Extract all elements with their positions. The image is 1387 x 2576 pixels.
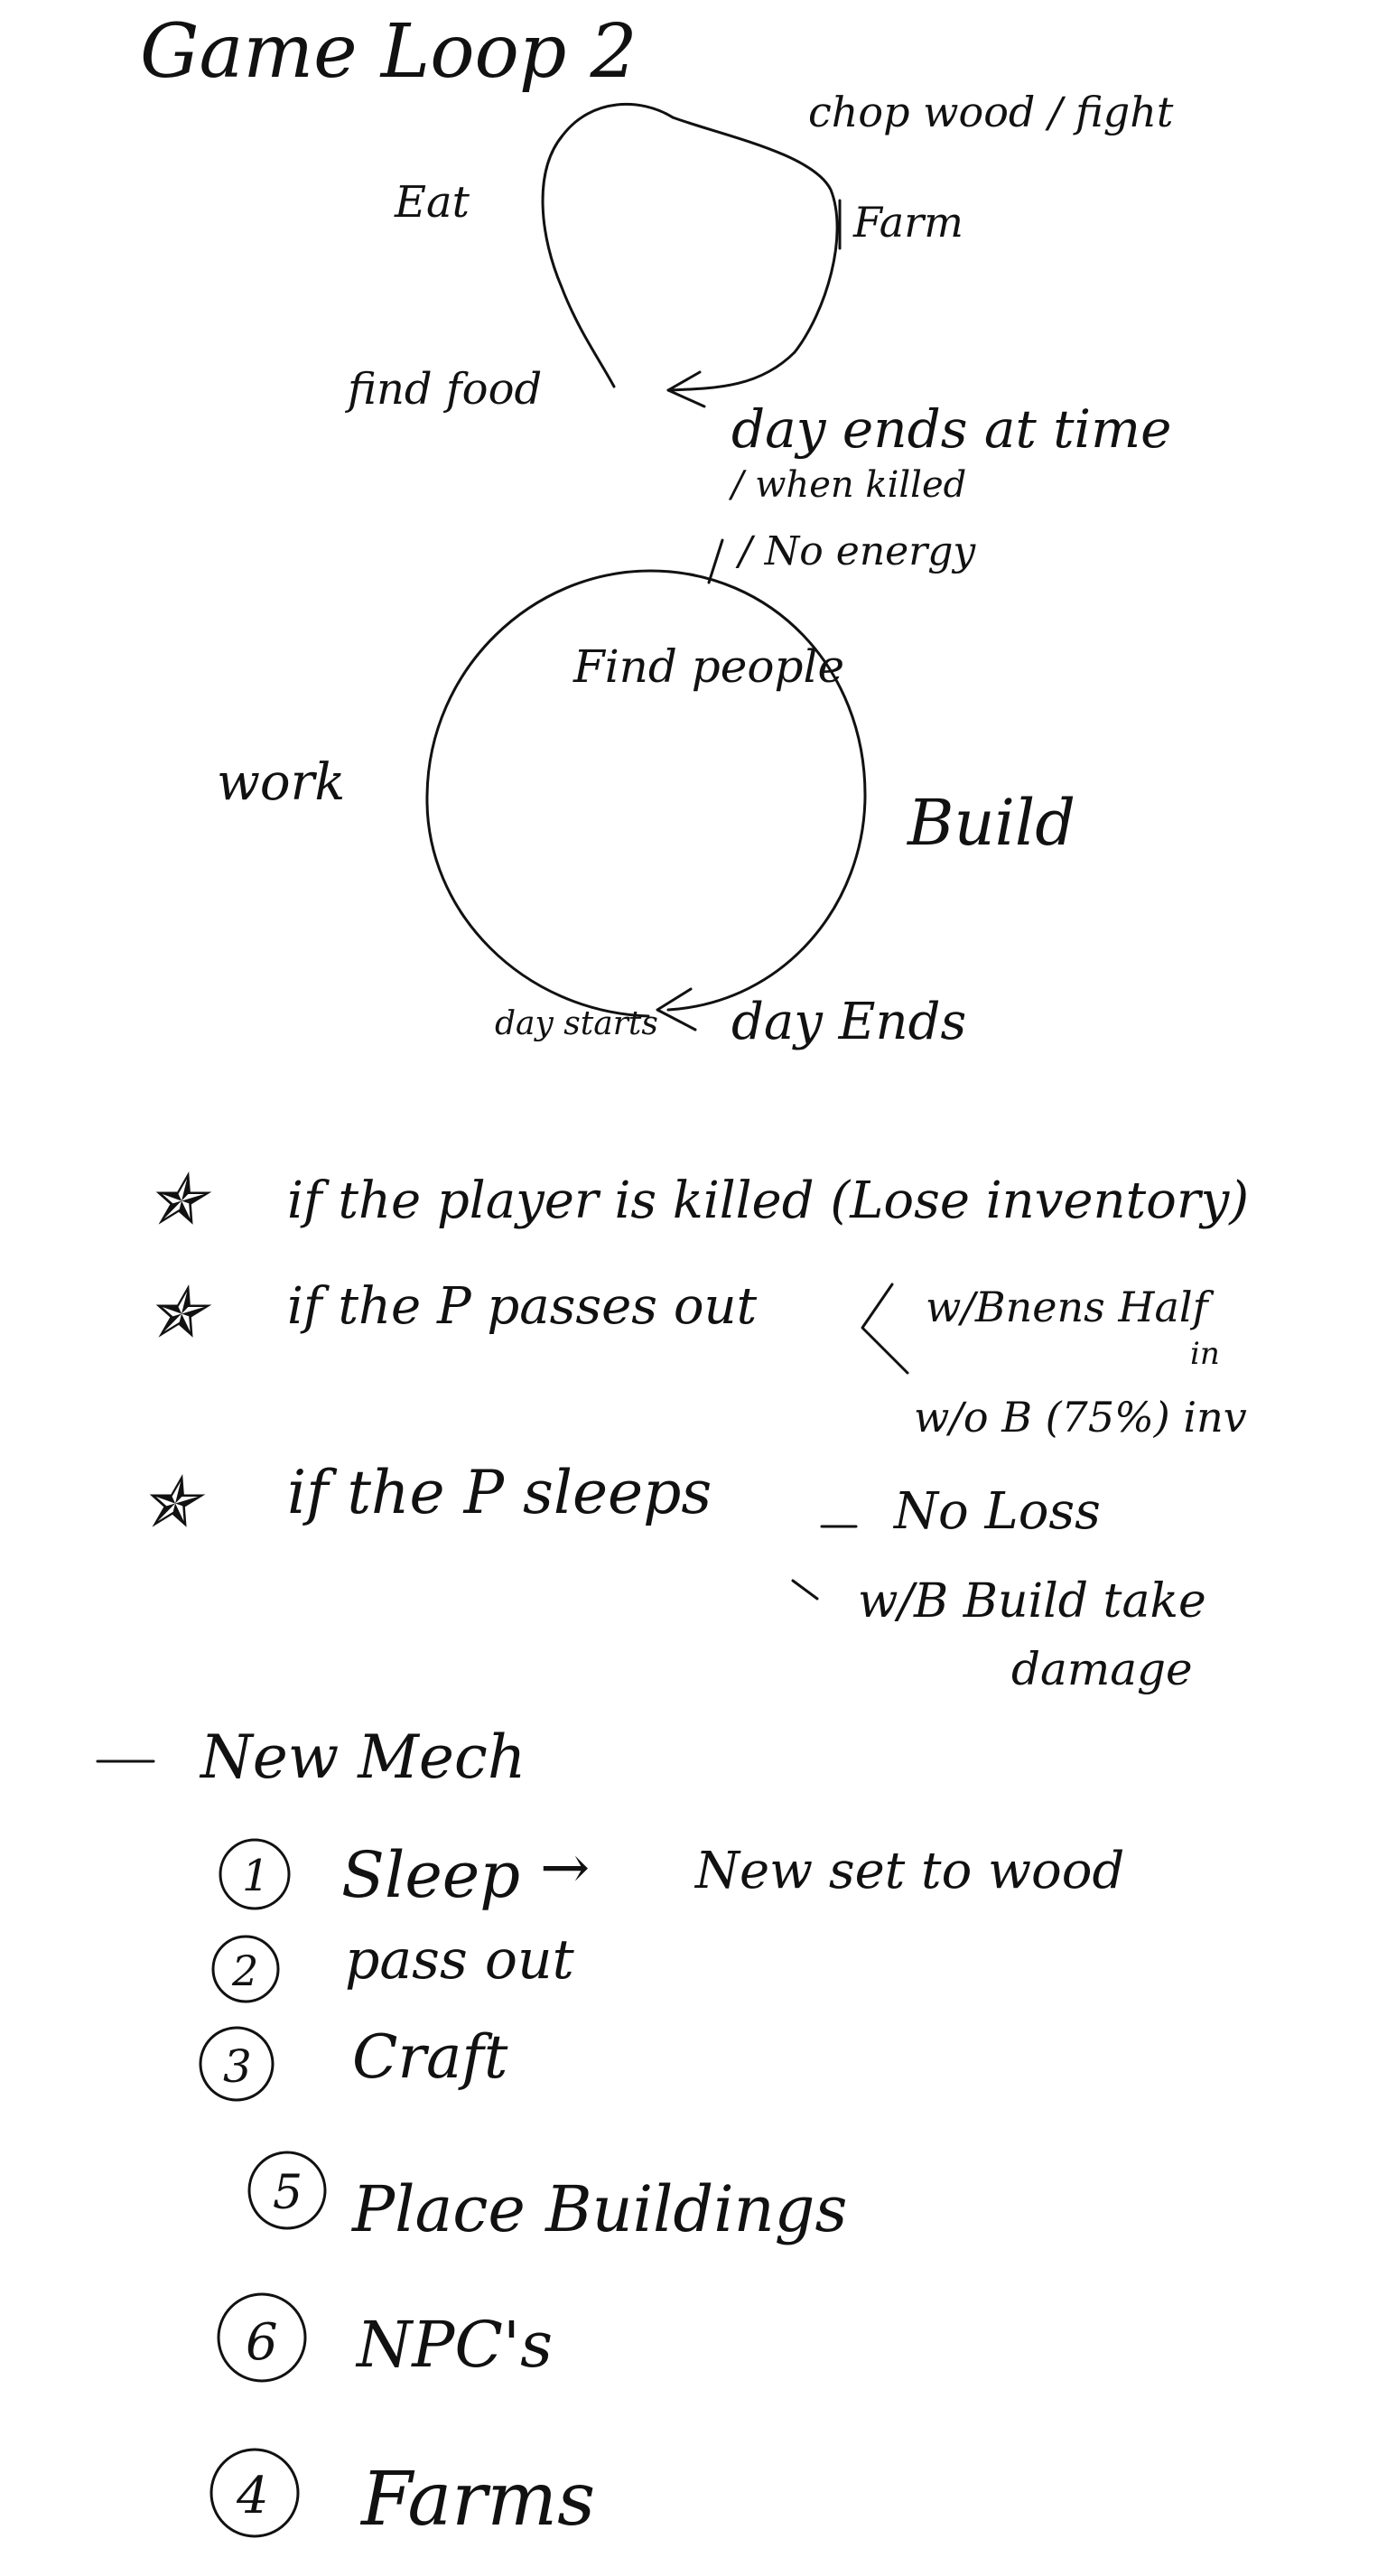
star-icon: ✯: [146, 1160, 212, 1241]
number-circle: [217, 2292, 307, 2383]
item-label: Craft: [352, 2022, 508, 2092]
loop1-label-eat: Eat: [394, 177, 470, 228]
rules-list: ✯ if the player is killed (Lose inventor…: [140, 1160, 1249, 1695]
rule-branch-tick: [791, 1579, 819, 1601]
loop1-curve: [541, 103, 675, 388]
item-number: 2: [231, 1946, 258, 1995]
loop1-label-find-food: find food: [345, 364, 542, 415]
loop1-label-chop-wood: chop wood / fight: [808, 88, 1174, 136]
arrow-icon: →: [540, 1833, 590, 1902]
item-label: Sleep: [341, 1838, 520, 1912]
loop2-label-find-people: Find people: [572, 640, 844, 693]
number-circle: [219, 1838, 291, 1910]
loop1-label-day-ends: day ends at time: [731, 398, 1171, 460]
new-mech-heading: New Mech: [199, 1722, 526, 1792]
rule-text: if the P sleeps: [287, 1458, 712, 1527]
rule-note: damage: [1011, 1643, 1193, 1695]
item-number: 3: [223, 2040, 252, 2093]
rule-text: if the P passes out: [287, 1277, 758, 1336]
rule-branch: No Loss: [892, 1482, 1101, 1541]
item-label: Place Buildings: [350, 2172, 847, 2246]
loop2-label-day-starts: day starts: [495, 1005, 658, 1042]
item-label: NPC's: [355, 2308, 553, 2382]
star-icon: ✯: [140, 1462, 206, 1544]
item-number: 1: [242, 1851, 270, 1901]
item-number: 4: [236, 2467, 269, 2525]
loop1-arrowhead: [666, 370, 706, 408]
loop2-label-work: work: [217, 753, 345, 812]
number-circle: [209, 2448, 300, 2538]
rule-branch-lines: [861, 1283, 909, 1375]
rule-note: in: [1190, 1336, 1220, 1372]
loop1-label-when-killed: / when killed: [728, 464, 966, 506]
title: Game Loop 2: [140, 9, 638, 95]
number-circle: [199, 2026, 275, 2102]
item-number: 6: [246, 2313, 278, 2372]
item-number: 5: [273, 2166, 303, 2220]
loop1-label-no-energy: / No energy: [735, 528, 976, 574]
number-circle: [211, 1935, 280, 2003]
number-circle: [247, 2151, 327, 2230]
loop2-label-day-ends: day Ends: [731, 993, 966, 1051]
new-mech-section: New Mech 1 Sleep → New set to wood 2 pas…: [96, 1722, 1124, 2543]
loop2-diagram: Find people work Build day starts day En…: [217, 569, 1075, 1051]
loop1-curve-right: [666, 116, 839, 392]
star-icon: ✯: [146, 1273, 212, 1354]
loop1-diagram: chop wood / fight Farm Eat find food day…: [345, 88, 1174, 584]
loop-connector: [707, 538, 724, 584]
loop2-arrowhead: [656, 987, 697, 1031]
loop2-circle: [425, 569, 867, 1018]
rule-text: if the player is killed (Lose inventory): [287, 1171, 1249, 1230]
item-label: pass out: [345, 1928, 575, 1992]
rule-branch: w/o B (75%) inv: [914, 1393, 1247, 1442]
rule-branch: w/Bnens Half: [926, 1283, 1215, 1331]
item-extra: New set to wood: [694, 1842, 1124, 1900]
item-label: Farms: [359, 2457, 595, 2543]
rule-branch: w/B Build take: [858, 1574, 1206, 1629]
loop1-label-farm: Farm: [852, 198, 963, 247]
loop2-label-build: Build: [906, 786, 1075, 860]
